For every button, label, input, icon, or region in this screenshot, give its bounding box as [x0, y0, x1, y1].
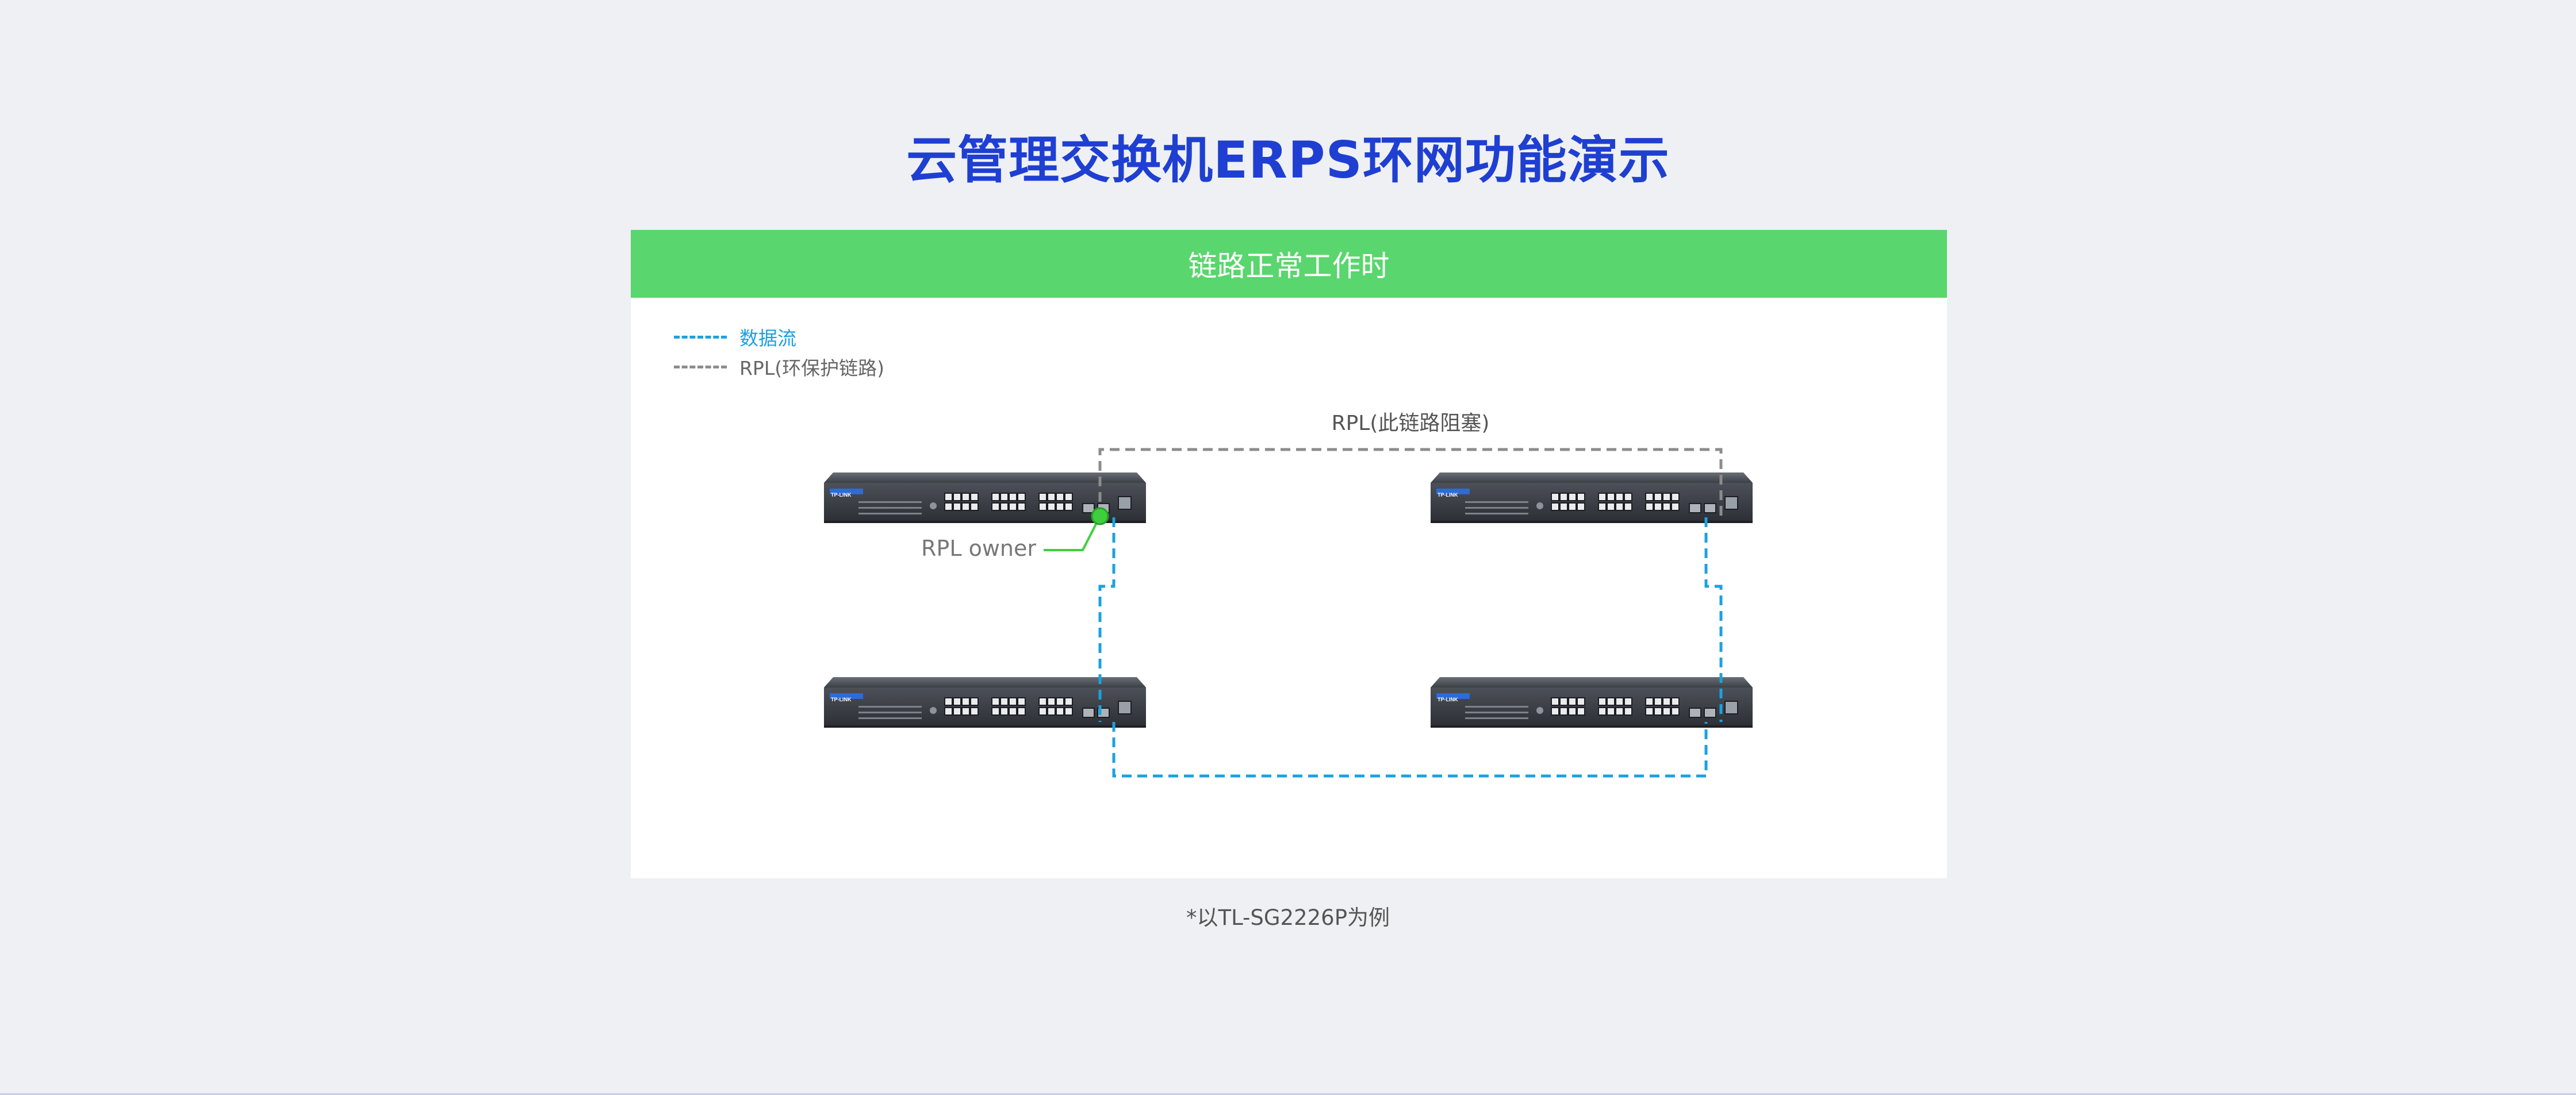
switch-top-right [1430, 472, 1753, 524]
rpl-owner-label: RPL owner [921, 536, 1036, 561]
rpl-owner-pointer [1044, 516, 1101, 551]
switch-brand-label: TP-LINK [1438, 697, 1458, 702]
dashed-line-icon [674, 335, 727, 339]
switch-brand-label: TP-LINK [831, 492, 852, 498]
bottom-divider [0, 1093, 2576, 1095]
switch-bottom-right [1430, 677, 1753, 728]
footnote: *以TL-SG2226P为例 [1186, 905, 1390, 930]
panel-header: 链路正常工作时 [631, 230, 1947, 298]
legend: 数据流 RPL(环保护链路) [674, 322, 884, 382]
switch-bottom-left [823, 677, 1147, 728]
data-flow-link-bottom [1112, 722, 1708, 778]
page-title: 云管理交换机ERPS环网功能演示 [906, 130, 1670, 190]
data-flow-link-right [1704, 517, 1723, 722]
legend-label-data-flow: 数据流 [739, 327, 796, 349]
switch-brand-label: TP-LINK [831, 697, 852, 702]
data-flow-link-left-upper [1098, 517, 1116, 722]
legend-item-rpl: RPL(环保护链路) [674, 352, 884, 382]
demo-panel: 链路正常工作时 数据流 RPL(环保护链路) [631, 230, 1947, 878]
rpl-blocked-label: RPL(此链路阻塞) [1332, 412, 1490, 435]
legend-label-rpl: RPL(环保护链路) [739, 357, 884, 379]
rpl-link [1098, 448, 1723, 517]
rpl-owner-port-icon [1091, 507, 1109, 525]
switch-brand-label: TP-LINK [1438, 492, 1458, 498]
legend-item-data-flow: 数据流 [674, 322, 884, 352]
dashed-line-icon [674, 365, 727, 368]
